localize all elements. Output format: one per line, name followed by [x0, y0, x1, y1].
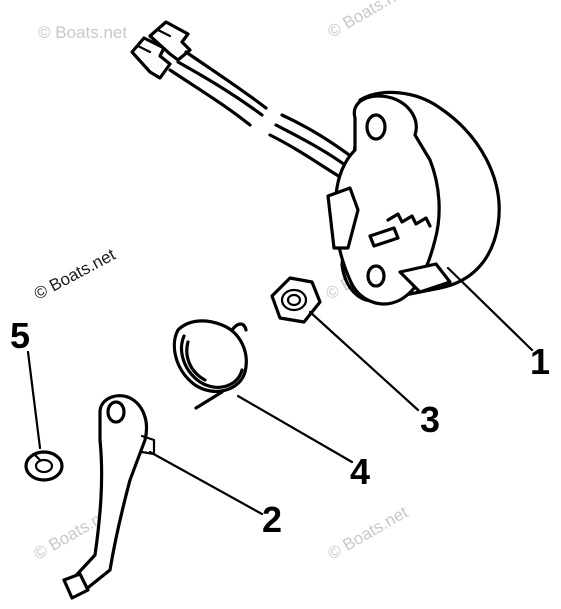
watermark-top-left: © Boats.net: [38, 23, 127, 42]
callout-1: 1: [530, 341, 550, 382]
e-clip-part-5: [24, 450, 64, 482]
watermark-top-right: © Boats.net: [325, 0, 412, 41]
callout-3: 3: [420, 399, 440, 440]
leader-line-4: [236, 394, 354, 464]
hex-nut-part-3: [270, 276, 322, 324]
wire-terminals: [130, 20, 192, 80]
switch-assembly-part-1: [130, 20, 501, 306]
callout-4: 4: [350, 451, 370, 492]
lever-arm-part-2: [62, 394, 156, 600]
callout-2: 2: [262, 499, 282, 540]
wire-leads: [168, 50, 358, 182]
leader-lines: [26, 266, 534, 516]
leader-line-5: [26, 350, 42, 450]
watermark-middle-left: © Boats.net: [31, 245, 119, 304]
torsion-spring-part-4: [172, 319, 248, 410]
watermark-bottom-right: © Boats.net: [325, 502, 412, 563]
leader-line-2: [148, 450, 264, 516]
leader-line-3: [308, 310, 420, 412]
callout-5: 5: [10, 315, 30, 356]
leader-line-1: [446, 266, 534, 352]
